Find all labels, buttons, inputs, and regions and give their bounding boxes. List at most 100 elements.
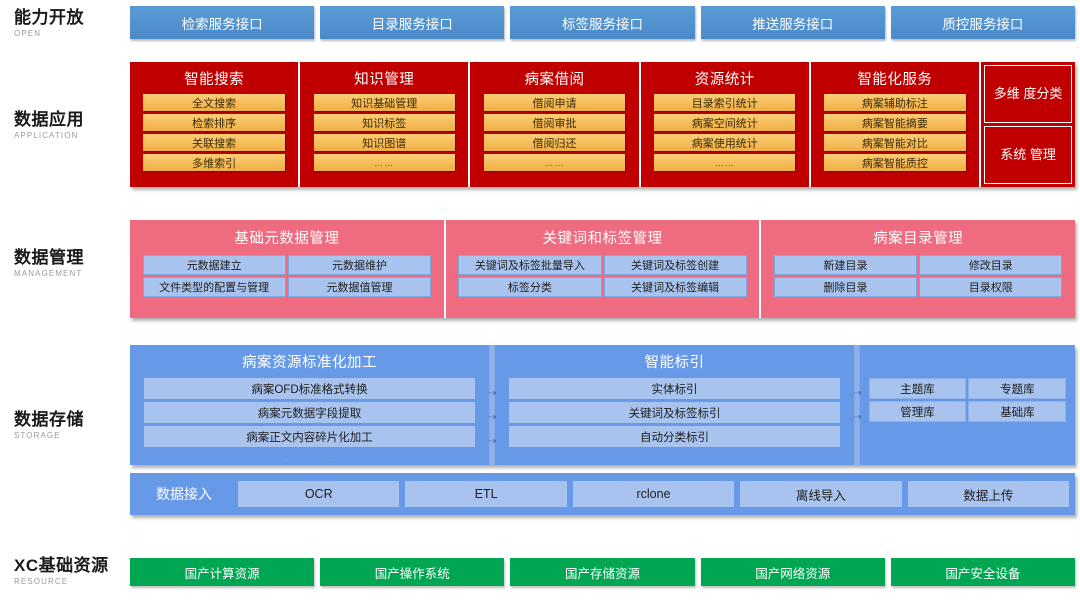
group-item-list: 目录索引统计 病案空间统计 病案使用统计 …… xyxy=(654,94,796,171)
panel-item[interactable]: 实体标引 xyxy=(509,378,840,399)
group-item[interactable]: 病案智能质控 xyxy=(824,154,966,171)
layer-label-resource-en: RESOURCE xyxy=(14,576,69,586)
layer-label-open-en: OPEN xyxy=(14,28,42,38)
service-button[interactable]: 推送服务接口 xyxy=(700,6,885,39)
layer-label-application-en: APPLICATION xyxy=(14,130,79,140)
management-group-record-catalog: 病案目录管理 新建目录 修改目录 删除目录 目录权限 xyxy=(761,220,1075,318)
storage-divider-right: ⇢ ⇢ xyxy=(853,345,862,465)
ingestion-source[interactable]: OCR xyxy=(238,481,400,507)
panel-item[interactable]: 自动分类标引 xyxy=(509,426,840,447)
side-cell-multidimensional-classification[interactable]: 多维 度分类 xyxy=(984,65,1073,123)
panel-item[interactable]: 病案正文内容碎片化加工 xyxy=(144,426,475,447)
group-cell[interactable]: 关键词及标签编辑 xyxy=(603,277,747,297)
resource-item[interactable]: 国产安全设备 xyxy=(890,558,1076,586)
ingestion-source[interactable]: ETL xyxy=(405,481,567,507)
application-group-intelligent-services: 智能化服务 病案辅助标注 病案智能摘要 病案智能对比 病案智能质控 xyxy=(811,62,982,187)
service-button[interactable]: 检索服务接口 xyxy=(130,6,315,39)
storage-divider-left: ⇢ ⇢ ⇢ xyxy=(488,345,497,465)
dashed-arrow-icon: ⇢ xyxy=(853,412,861,423)
group-item[interactable]: 借阅归还 xyxy=(483,134,626,151)
group-cell[interactable]: 关键词及标签批量导入 xyxy=(458,255,602,275)
group-item[interactable]: 病案智能对比 xyxy=(824,134,966,151)
group-title: 资源统计 xyxy=(694,72,755,88)
group-item[interactable]: 借阅申请 xyxy=(483,94,626,111)
library-cell[interactable]: 基础库 xyxy=(968,401,1067,422)
application-group-resource-statistics: 资源统计 目录索引统计 病案空间统计 病案使用统计 …… xyxy=(641,62,811,187)
ingestion-source[interactable]: rclone xyxy=(572,481,735,507)
group-item-list: 借阅申请 借阅审批 借阅归还 …… xyxy=(483,94,626,171)
library-cell[interactable]: 主题库 xyxy=(868,378,967,399)
group-item-more[interactable]: …… xyxy=(313,154,455,171)
ingestion-source[interactable]: 离线导入 xyxy=(740,481,902,507)
group-cell[interactable]: 元数据值管理 xyxy=(287,277,432,297)
application-group-smart-search: 智能搜索 全文搜索 检索排序 关联搜索 多维索引 xyxy=(130,62,301,187)
group-cell[interactable]: 元数据维护 xyxy=(287,255,432,275)
layer-label-resource-cn: XC基础资源 xyxy=(14,556,109,575)
service-button[interactable]: 质控服务接口 xyxy=(890,6,1076,39)
group-cell[interactable]: 标签分类 xyxy=(458,277,602,297)
group-item[interactable]: 关联搜索 xyxy=(143,134,285,151)
group-cell[interactable]: 目录权限 xyxy=(919,277,1063,297)
layer-label-storage-cn: 数据存储 xyxy=(14,410,84,429)
library-cell[interactable]: 管理库 xyxy=(868,401,967,422)
management-layer: 基础元数据管理 元数据建立 元数据维护 文件类型的配置与管理 元数据值管理 关键… xyxy=(130,220,1075,318)
resource-item[interactable]: 国产操作系统 xyxy=(320,558,505,586)
panel-item[interactable]: 关键词及标签标引 xyxy=(509,402,840,423)
layer-label-storage: 数据存储 STORAGE xyxy=(14,410,126,440)
group-title: 关键词和标签管理 xyxy=(542,231,663,247)
group-item[interactable]: 病案使用统计 xyxy=(654,134,796,151)
group-cell[interactable]: 元数据建立 xyxy=(142,255,286,275)
panel-item[interactable]: 病案元数据字段提取 xyxy=(144,402,475,423)
group-item[interactable]: 知识标签 xyxy=(313,114,455,131)
group-item[interactable]: 全文搜索 xyxy=(143,94,285,111)
resource-item[interactable]: 国产计算资源 xyxy=(130,558,315,586)
group-item[interactable]: 借阅审批 xyxy=(483,114,626,131)
group-item[interactable]: 病案空间统计 xyxy=(654,114,796,131)
group-item[interactable]: 知识基础管理 xyxy=(313,94,455,111)
group-cell-grid: 元数据建立 元数据维护 文件类型的配置与管理 元数据值管理 xyxy=(142,255,432,297)
flow-arrow-group-left: ⇢ ⇢ ⇢ xyxy=(483,383,501,452)
group-item-list: 知识基础管理 知识标签 知识图谱 …… xyxy=(313,94,455,171)
management-group-metadata: 基础元数据管理 元数据建立 元数据维护 文件类型的配置与管理 元数据值管理 xyxy=(130,220,446,318)
group-item-list: 全文搜索 检索排序 关联搜索 多维索引 xyxy=(143,94,285,171)
panel-item-list: 实体标引 关键词及标签标引 自动分类标引 xyxy=(509,378,840,447)
group-item[interactable]: 病案辅助标注 xyxy=(824,94,966,111)
data-ingestion-row: 数据接入 OCR ETL rclone 离线导入 数据上传 xyxy=(130,473,1075,515)
group-item[interactable]: 目录索引统计 xyxy=(654,94,796,111)
group-cell[interactable]: 文件类型的配置与管理 xyxy=(142,277,286,297)
panel-item[interactable]: 病案OFD标准格式转换 xyxy=(144,378,475,399)
layer-label-open-cn: 能力开放 xyxy=(14,8,84,27)
service-button[interactable]: 目录服务接口 xyxy=(320,6,505,39)
service-button[interactable]: 标签服务接口 xyxy=(510,6,695,39)
group-cell[interactable]: 新建目录 xyxy=(773,255,918,275)
group-item[interactable]: 知识图谱 xyxy=(313,134,455,151)
ingestion-source[interactable]: 数据上传 xyxy=(907,481,1070,507)
group-cell[interactable]: 关键词及标签创建 xyxy=(603,255,747,275)
group-item[interactable]: 病案智能摘要 xyxy=(824,114,966,131)
storage-panel-smart-indexing: 智能标引 实体标引 关键词及标签标引 自动分类标引 xyxy=(495,345,854,465)
side-cell-system-management[interactable]: 系统 管理 xyxy=(984,126,1073,184)
up-arrow-icon: ︿ xyxy=(304,453,314,463)
group-title: 知识管理 xyxy=(354,72,415,88)
storage-panel-standardization: 病案资源标准化加工 病案OFD标准格式转换 病案元数据字段提取 病案正文内容碎片… xyxy=(130,345,489,465)
group-item-more[interactable]: …… xyxy=(654,154,796,171)
ingestion-label: 数据接入 xyxy=(156,486,212,502)
group-title: 智能搜索 xyxy=(184,72,245,88)
layer-label-management-cn: 数据管理 xyxy=(14,248,84,267)
resource-item[interactable]: 国产网络资源 xyxy=(700,558,885,586)
group-cell[interactable]: 修改目录 xyxy=(919,255,1063,275)
application-layer: 智能搜索 全文搜索 检索排序 关联搜索 多维索引 知识管理 知识基础管理 知识标… xyxy=(130,62,1076,187)
group-item[interactable]: 检索排序 xyxy=(143,114,285,131)
storage-layer: 病案资源标准化加工 病案OFD标准格式转换 病案元数据字段提取 病案正文内容碎片… xyxy=(130,345,1075,465)
layer-label-storage-en: STORAGE xyxy=(14,430,61,440)
group-cell[interactable]: 删除目录 xyxy=(773,277,918,297)
group-item[interactable]: 多维索引 xyxy=(143,154,285,171)
layer-label-resource: XC基础资源 RESOURCE xyxy=(14,556,126,586)
application-group-knowledge-management: 知识管理 知识基础管理 知识标签 知识图谱 …… xyxy=(300,62,471,187)
dashed-arrow-icon: ⇢ xyxy=(488,436,496,447)
dashed-arrow-icon: ⇢ xyxy=(488,412,496,423)
library-cell[interactable]: 专题库 xyxy=(968,378,1067,399)
resource-item[interactable]: 国产存储资源 xyxy=(510,558,695,586)
group-item-more[interactable]: …… xyxy=(483,154,626,171)
